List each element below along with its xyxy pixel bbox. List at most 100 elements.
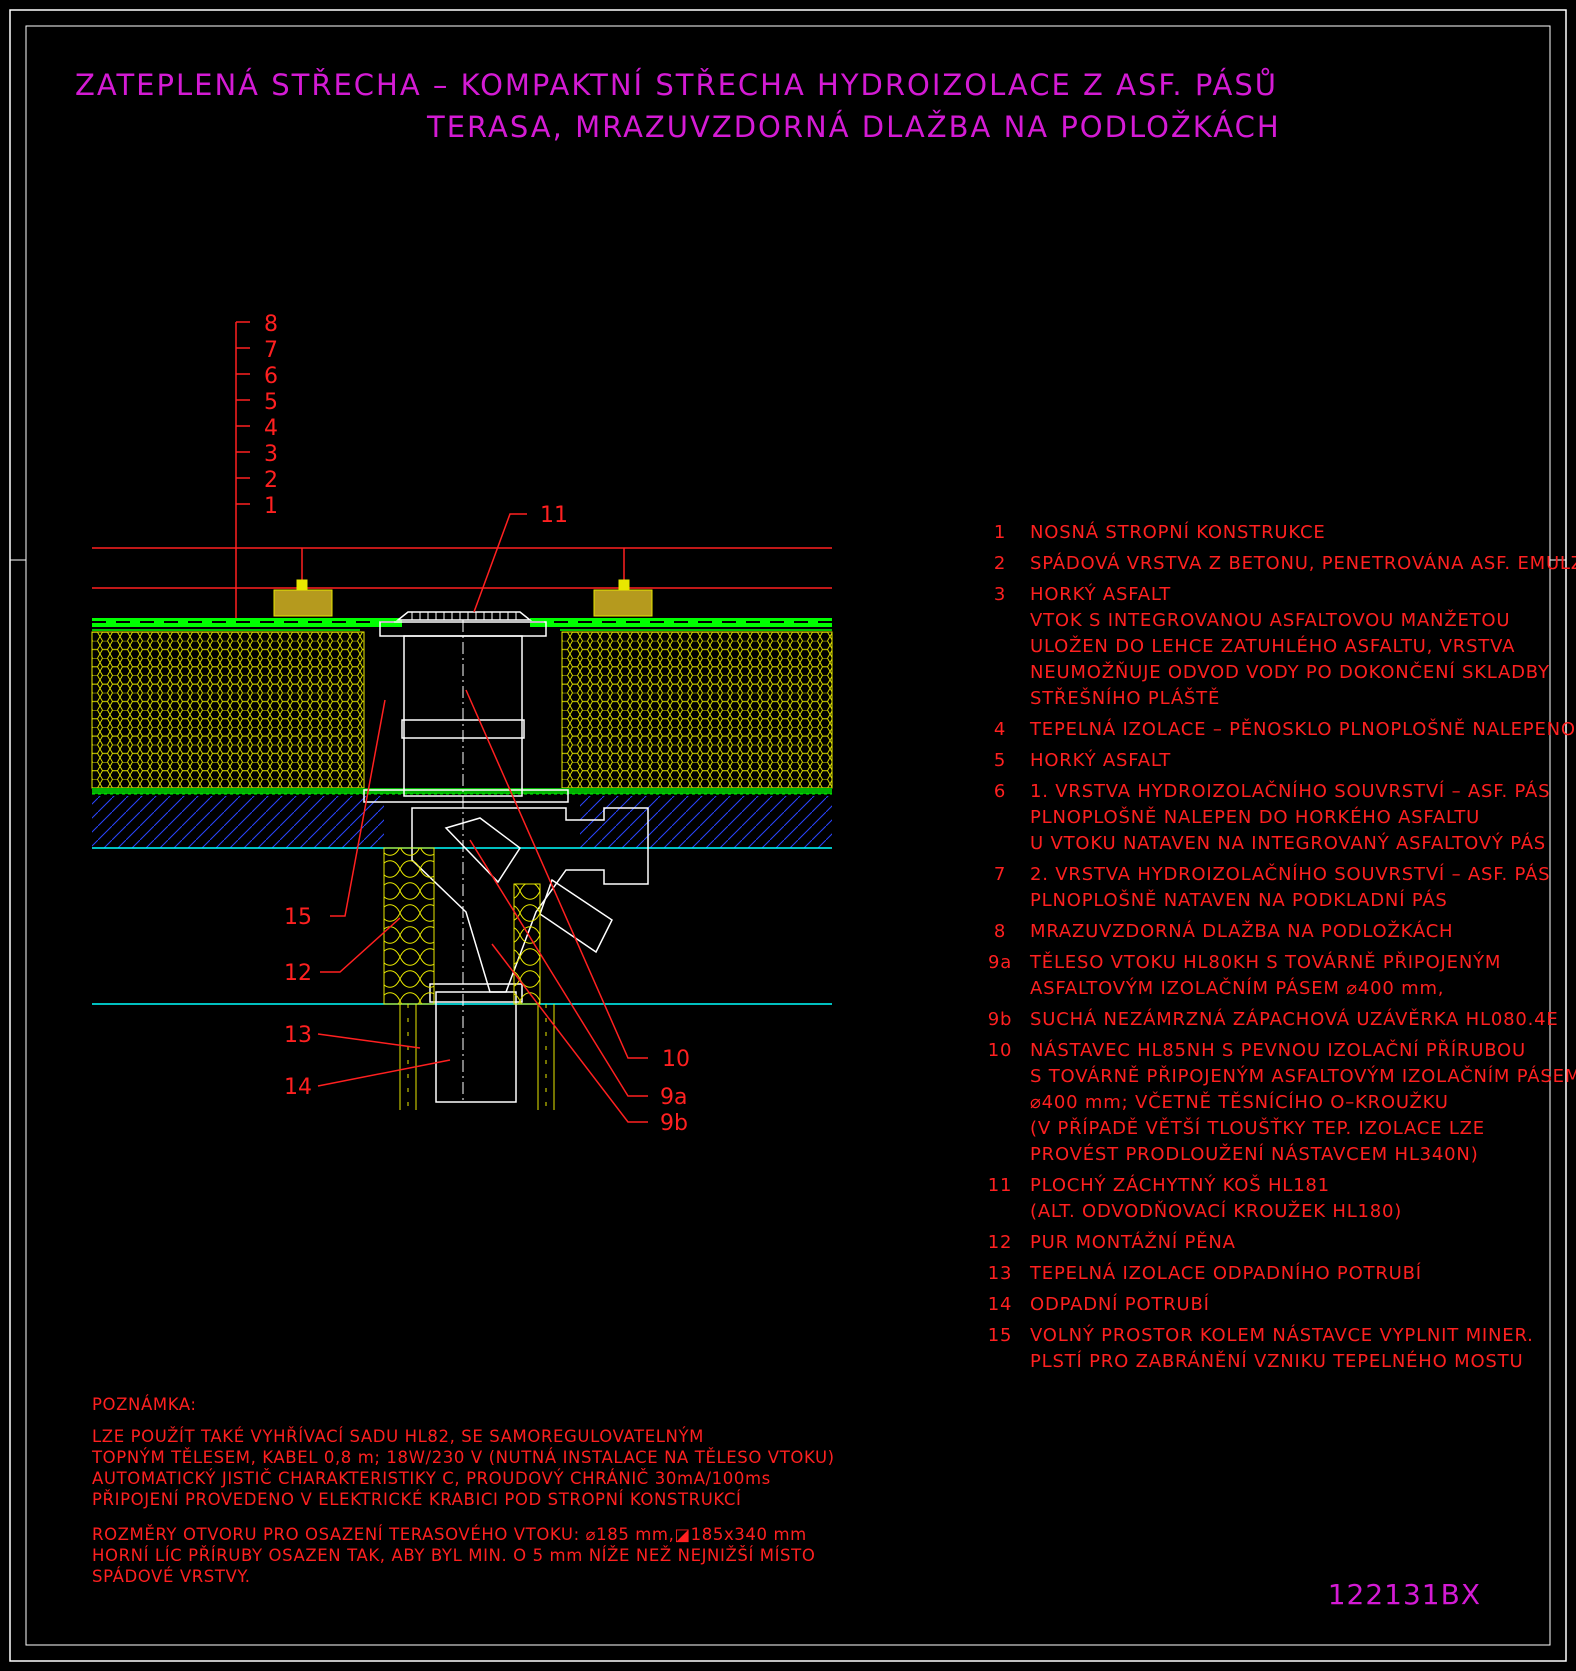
odour-trap [444, 817, 522, 884]
leader-14 [317, 1059, 451, 1087]
legend-text: NEUMOŽŇUJE ODVOD VODY PO DOKONČENÍ SKLAD… [1030, 662, 1550, 683]
callout-9b: 9b [660, 1111, 688, 1136]
legend-item: 13 TEPELNÁ IZOLACE ODPADNÍHO POTRUBÍ [985, 1261, 1560, 1287]
legend-text: NOSNÁ STROPNÍ KONSTRUKCE [1030, 522, 1326, 543]
legend-number: 9a [987, 952, 1013, 973]
legend-text: PUR MONTÁŽNÍ PĚNA [1030, 1232, 1236, 1253]
note-paragraph-1: LZE POUŽÍT TAKÉ VYHŘÍVACÍ SADU HL82, SE … [92, 1426, 835, 1510]
legend-number: 5 [993, 750, 1007, 771]
legend-text: TĚLESO VTOKU HL80KH S TOVÁRNĚ PŘIPOJENÝM [1030, 952, 1502, 973]
note-line: LZE POUŽÍT TAKÉ VYHŘÍVACÍ SADU HL82, SE … [92, 1427, 704, 1446]
legend-item: 5 HORKÝ ASFALT [985, 748, 1560, 774]
side-outlet [539, 878, 613, 954]
layer-label-4: 4 [264, 416, 278, 441]
note-line: AUTOMATICKÝ JISTIČ CHARAKTERISTIKY C, PR… [92, 1469, 771, 1488]
thermal-insulation [91, 631, 833, 789]
legend-text: S TOVÁRNĚ PŘIPOJENÝM ASFALTOVÝM IZOLAČNÍ… [1030, 1066, 1576, 1087]
legend-text: ULOŽEN DO LEHCE ZATUHLÉHO ASFALTU, VRSTV… [1030, 636, 1516, 657]
pur-foam [383, 847, 541, 1005]
leader-13 [317, 1033, 421, 1049]
drain-body-flange [363, 789, 569, 803]
legend-text: ASFALTOVÝM IZOLAČNÍM PÁSEM ⌀400 mm, [1030, 978, 1445, 999]
legend-text: PROVÉST PRODLOUŽENÍ NÁSTAVCEM HL340N) [1030, 1144, 1479, 1165]
outer-frame [9, 9, 1567, 1662]
pipe-insulation [399, 1004, 555, 1110]
legend-number: 10 [987, 1040, 1013, 1061]
callout-leaders [317, 513, 648, 1123]
legend-text: PLNOPLOŠNĚ NATAVEN NA PODKLADNÍ PÁS [1030, 890, 1448, 911]
legend-item: 8 MRAZUVZDORNÁ DLAŽBA NA PODLOŽKÁCH [985, 919, 1560, 945]
legend-number: 3 [993, 584, 1007, 605]
legend-text: 2. VRSTVA HYDROIZOLAČNÍHO SOUVRSTVÍ – AS… [1030, 864, 1551, 885]
legend-text: PLOCHÝ ZÁCHYTNÝ KOŠ HL181 [1030, 1175, 1330, 1196]
legend-number: 1 [993, 522, 1007, 543]
legend-text: ODPADNÍ POTRUBÍ [1030, 1294, 1210, 1315]
note-line: HORNÍ LÍC PŘÍRUBY OSAZEN TAK, ABY BYL MI… [92, 1546, 816, 1565]
layer-label-3: 3 [264, 442, 278, 467]
leader-9a [469, 839, 648, 1097]
legend-number: 6 [993, 781, 1007, 802]
legend-number: 13 [987, 1263, 1013, 1284]
legend-text: PLSTÍ PRO ZABRÁNĚNÍ VZNIKU TEPELNÉHO MOS… [1030, 1351, 1524, 1372]
legend-item: 3 HORKÝ ASFALT VTOK S INTEGROVANOU ASFALTO… [985, 582, 1560, 712]
legend-number: 4 [993, 719, 1007, 740]
legend-number: 14 [987, 1294, 1013, 1315]
drawing-title-line2: TERASA, MRAZUVZDORNÁ DLAŽBA NA PODLOŽKÁC… [427, 110, 1281, 144]
legend-item: 1 NOSNÁ STROPNÍ KONSTRUKCE [985, 520, 1560, 546]
outlet-pipe [435, 991, 517, 1103]
legend-item: 12 PUR MONTÁŽNÍ PĚNA [985, 1230, 1560, 1256]
waterproofing-membrane [92, 618, 832, 631]
callout-14: 14 [284, 1075, 312, 1100]
layer-label-6: 6 [264, 364, 278, 389]
callout-10: 10 [662, 1047, 690, 1072]
legend-text: MRAZUVZDORNÁ DLAŽBA NA PODLOŽKÁCH [1030, 921, 1454, 942]
legend-text: HORKÝ ASFALT [1030, 584, 1171, 605]
legend-text: VTOK S INTEGROVANOU ASFALTOVOU MANŽETOU [1030, 610, 1511, 631]
legend-text: STŘEŠNÍHO PLÁŠTĚ [1030, 688, 1221, 709]
leader-11 [473, 513, 527, 613]
legend-text: (ALT. ODVODŇOVACÍ KROUŽEK HL180) [1030, 1201, 1403, 1222]
leader-10 [465, 689, 648, 1059]
grate-basket [395, 611, 533, 621]
layer-leader-stack: 8 7 6 5 4 3 2 1 [235, 312, 278, 618]
drawing-code: 122131BX [1327, 1578, 1481, 1611]
callout-9a: 9a [660, 1085, 687, 1110]
note-heading: POZNÁMKA: [92, 1395, 197, 1414]
legend-number: 9b [987, 1009, 1013, 1030]
legend-number: 7 [993, 864, 1007, 885]
legend-text: HORKÝ ASFALT [1030, 750, 1171, 771]
hot-asphalt-lower [92, 788, 832, 795]
legend-text: VOLNÝ PROSTOR KOLEM NÁSTAVCE VYPLNIT MIN… [1030, 1325, 1534, 1346]
legend-number: 2 [993, 553, 1007, 574]
callout-12: 12 [284, 961, 312, 986]
legend-text: PLNOPLOŠNĚ NALEPEN DO HORKÉHO ASFALTU [1030, 807, 1481, 828]
legend-item: 4 TEPELNÁ IZOLACE – PĚNOSKLO PLNOPLOŠNĚ N… [985, 717, 1576, 743]
leader-15 [330, 699, 386, 917]
drawing-title-line1: ZATEPLENÁ STŘECHA – KOMPAKTNÍ STŘECHA HY… [75, 68, 1278, 102]
legend-number: 8 [993, 921, 1007, 942]
legend-item: 14 ODPADNÍ POTRUBÍ [985, 1292, 1560, 1318]
leader-9b [491, 943, 648, 1123]
legend-item: 9a TĚLESO VTOKU HL80KH S TOVÁRNĚ PŘIPOJEN… [985, 950, 1560, 1002]
drain-assembly [363, 611, 649, 1103]
legend-text: TEPELNÁ IZOLACE ODPADNÍHO POTRUBÍ [1030, 1263, 1422, 1284]
drain-body [411, 807, 649, 993]
paving-tiles [92, 547, 832, 589]
note-line: PŘIPOJENÍ PROVEDENO V ELEKTRICKÉ KRABICI… [92, 1490, 742, 1509]
legend-number: 12 [987, 1232, 1013, 1253]
callout-13: 13 [284, 1023, 312, 1048]
tile-pedestals [273, 579, 653, 617]
legend-text: TEPELNÁ IZOLACE – PĚNOSKLO PLNOPLOŠNĚ NA… [1030, 719, 1576, 740]
layer-ticks [236, 321, 250, 505]
legend-item: 15 VOLNÝ PROSTOR KOLEM NÁSTAVCE VYPLNIT M… [985, 1323, 1560, 1375]
legend-number: 15 [987, 1325, 1013, 1346]
legend-item: 7 2. VRSTVA HYDROIZOLAČNÍHO SOUVRSTVÍ – A… [985, 862, 1560, 914]
leader-12 [320, 917, 401, 973]
